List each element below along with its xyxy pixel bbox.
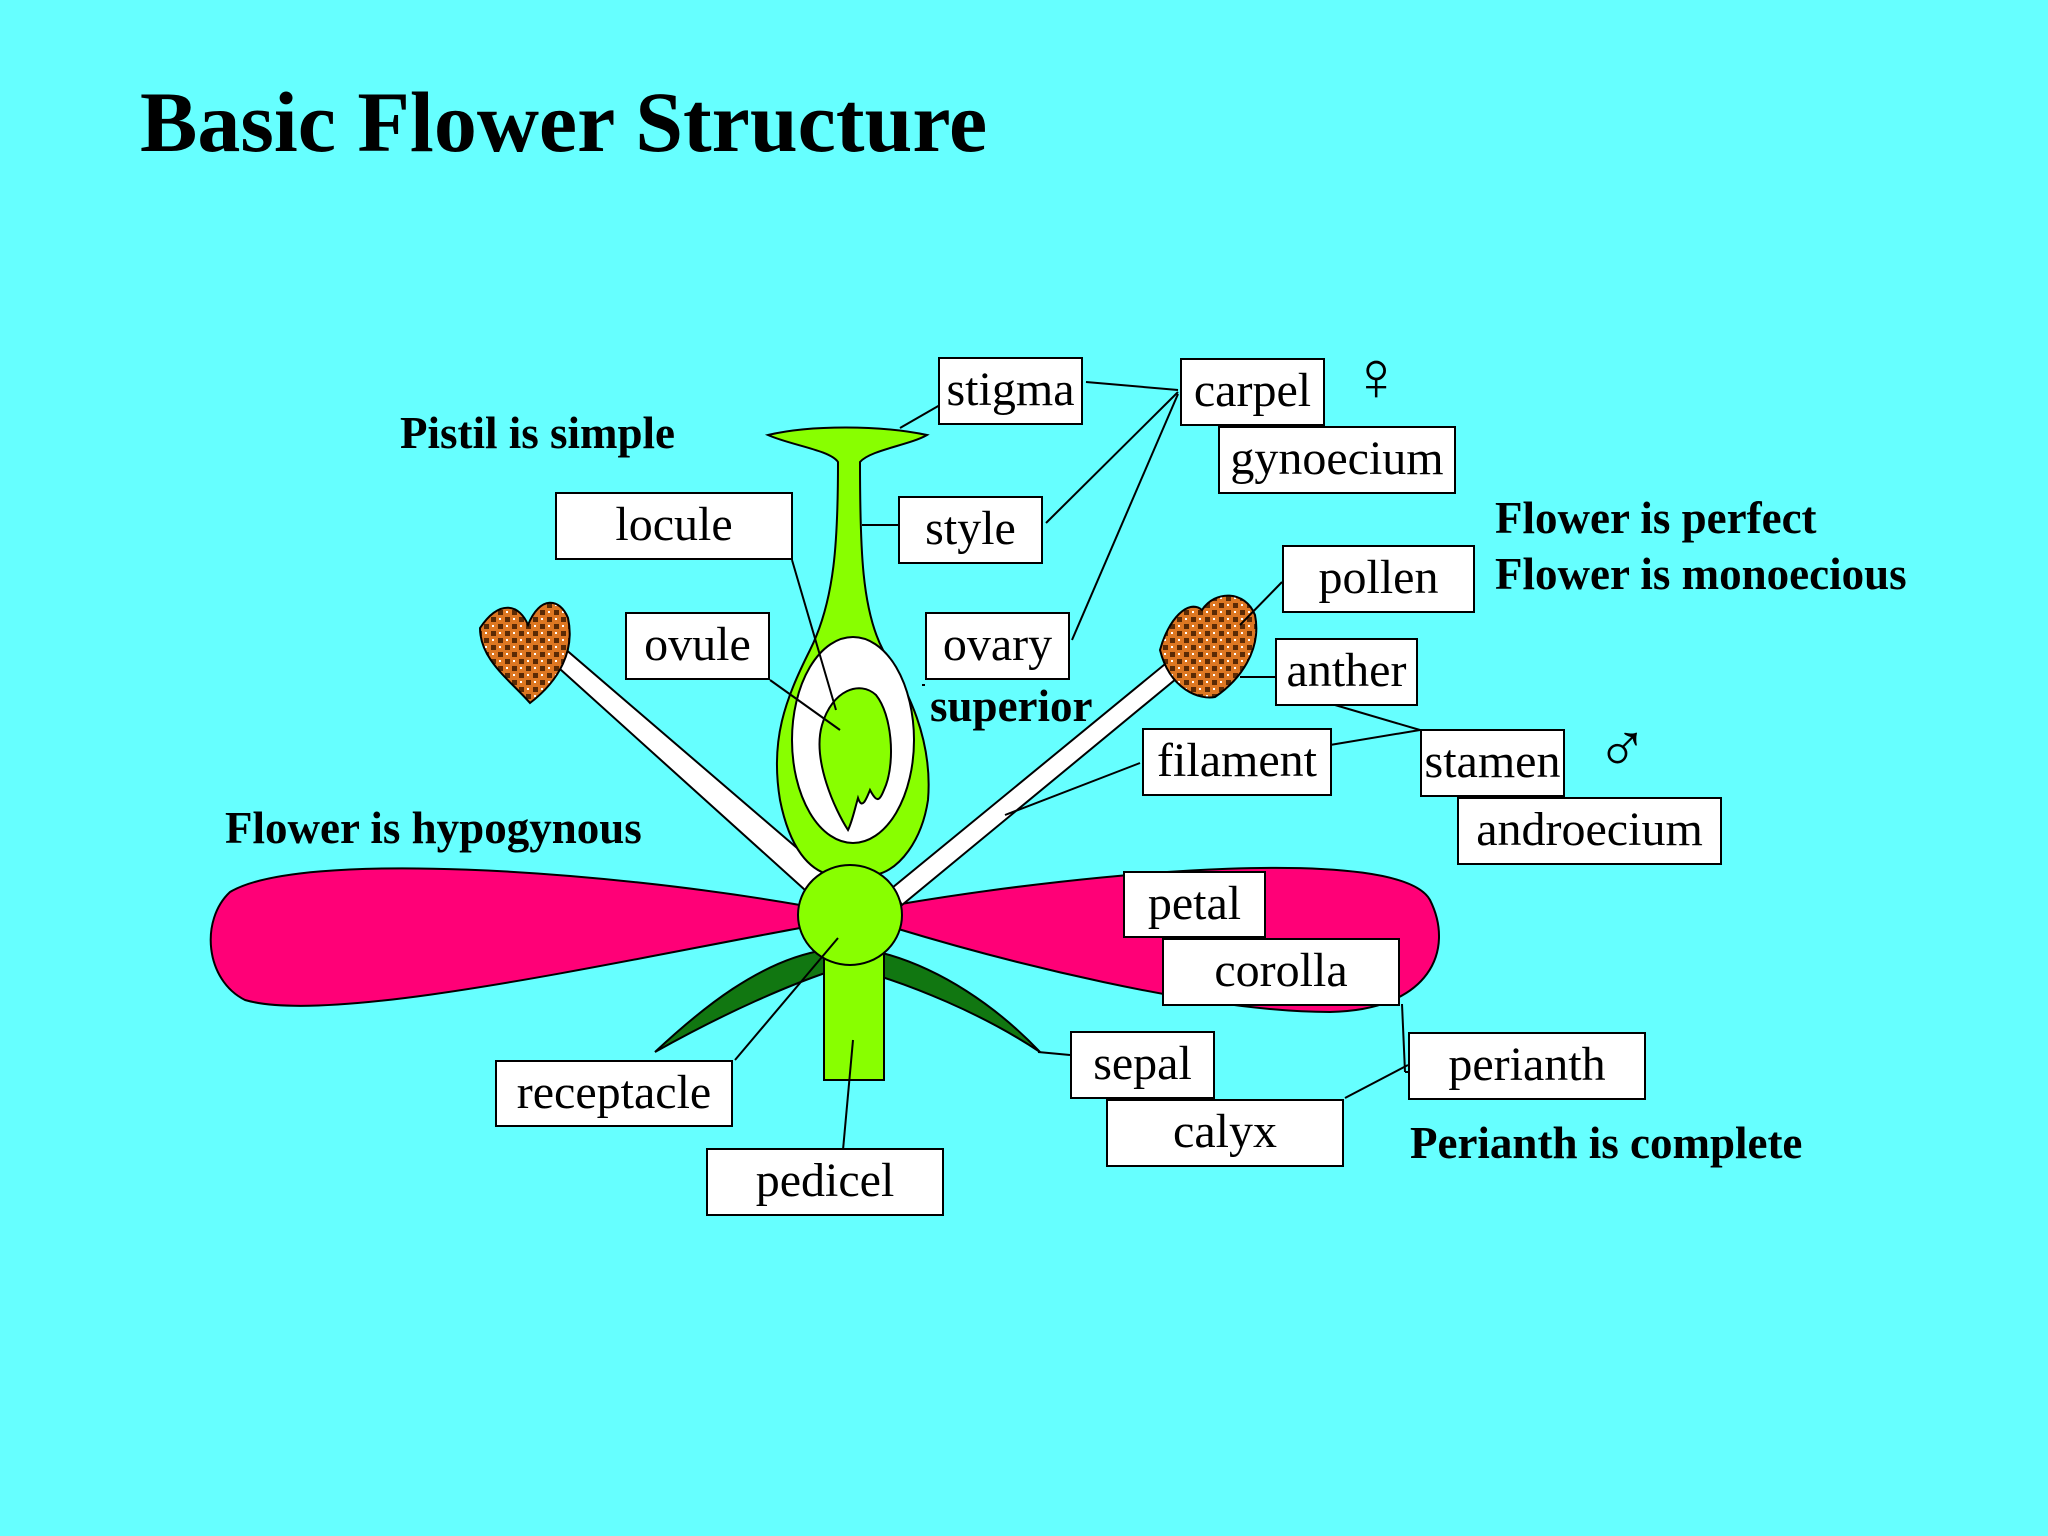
label-calyx: calyx — [1106, 1099, 1344, 1167]
petal-left — [209, 867, 801, 1007]
label-ovary: ovary — [925, 612, 1070, 680]
label-locule: locule — [555, 492, 793, 560]
label-ovule: ovule — [625, 612, 770, 680]
note-flower-monoecious: Flower is monoecious — [1495, 549, 1907, 599]
label-gynoecium: gynoecium — [1218, 426, 1456, 494]
note-perianth-complete: Perianth is complete — [1410, 1118, 1803, 1168]
note-pistil-simple: Pistil is simple — [400, 408, 676, 458]
label-stigma: stigma — [938, 357, 1083, 425]
label-perianth: perianth — [1408, 1032, 1646, 1100]
label-receptacle: receptacle — [495, 1060, 733, 1127]
note-flower-hypogynous: Flower is hypogynous — [225, 803, 642, 853]
label-petal: petal — [1123, 871, 1266, 938]
label-style: style — [898, 496, 1043, 564]
label-stamen: stamen — [1420, 729, 1565, 797]
label-pedicel: pedicel — [706, 1148, 944, 1216]
page-title: Basic Flower Structure — [140, 74, 988, 170]
label-sepal: sepal — [1070, 1031, 1215, 1099]
leader-lines — [734, 381, 1421, 1151]
female-symbol-icon: ♀ — [1350, 339, 1403, 416]
male-symbol-icon: ♂ — [1596, 711, 1649, 788]
label-corolla: corolla — [1162, 938, 1400, 1006]
ovule-shape — [818, 687, 892, 833]
label-anther: anther — [1275, 638, 1418, 706]
anther-left — [478, 601, 571, 705]
receptacle-shape — [797, 864, 903, 966]
anther-right — [1158, 594, 1258, 699]
label-carpel: carpel — [1180, 358, 1325, 426]
sepal-left — [654, 948, 830, 1053]
sepal-right — [864, 948, 1041, 1053]
note-superior: superior — [930, 681, 1093, 731]
label-androecium: androecium — [1457, 797, 1722, 865]
label-pollen: pollen — [1282, 545, 1475, 613]
label-filament: filament — [1142, 728, 1332, 796]
note-flower-perfect: Flower is perfect — [1495, 493, 1817, 543]
